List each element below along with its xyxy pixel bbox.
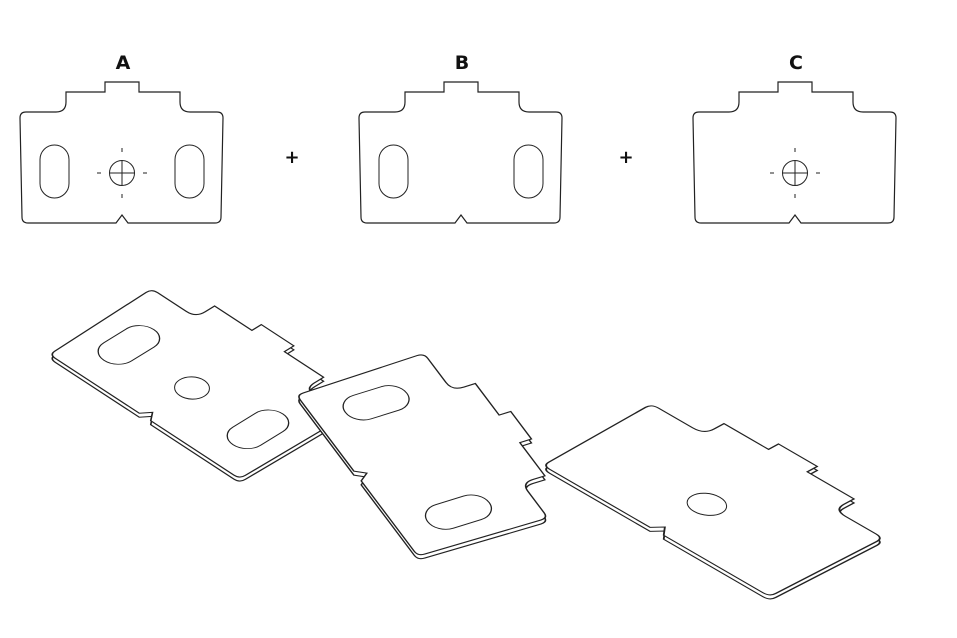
iso-plate-c (539, 386, 914, 603)
plate-outline (19, 81, 224, 224)
center-hole (679, 489, 735, 520)
plus-sign-2: + (618, 147, 633, 168)
plus-sign-1: + (284, 147, 299, 168)
iso-plate-a (46, 270, 375, 485)
plate-label-c: C (789, 52, 803, 74)
iso-plate-b (294, 341, 584, 563)
plate-top-face (539, 386, 914, 599)
plate-outline (358, 81, 563, 224)
plate-label-a: A (116, 52, 131, 74)
flat-plate-a: A (19, 52, 224, 224)
plate-label-b: B (455, 52, 469, 74)
plate-top-face (46, 270, 375, 481)
flat-plate-c: C (692, 52, 897, 224)
flat-plate-b: B (358, 52, 563, 224)
center-hole (167, 372, 216, 403)
plate-outline (692, 81, 897, 224)
plate-top-face (294, 341, 584, 559)
